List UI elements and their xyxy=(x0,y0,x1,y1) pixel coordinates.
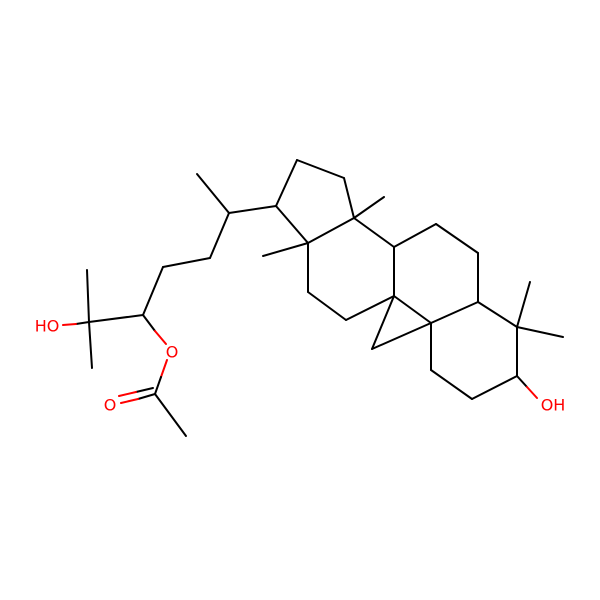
bond xyxy=(345,295,395,321)
bond xyxy=(88,314,144,323)
bond xyxy=(393,295,432,324)
bond xyxy=(275,159,298,207)
bond xyxy=(296,159,345,179)
bond xyxy=(228,205,277,214)
bond xyxy=(526,386,538,399)
bond xyxy=(75,321,90,325)
bond xyxy=(371,322,432,350)
bond xyxy=(162,257,211,268)
bond xyxy=(393,223,437,248)
bond xyxy=(209,212,230,259)
hydroxyl-label: OH xyxy=(541,396,566,415)
bond xyxy=(142,266,164,316)
bond xyxy=(262,242,309,257)
bond xyxy=(307,217,355,244)
bond xyxy=(353,196,385,219)
bond xyxy=(275,205,309,244)
heteroatom-bonds xyxy=(62,314,538,404)
carbonyl-oxygen-label: O xyxy=(104,396,117,415)
bond xyxy=(154,330,167,345)
bond xyxy=(86,269,90,323)
hydroxyl-label: HO xyxy=(35,317,60,336)
bond xyxy=(353,217,395,248)
bond xyxy=(430,369,473,400)
bond xyxy=(154,393,187,437)
bond xyxy=(307,291,347,321)
bond xyxy=(196,173,230,214)
ester-oxygen-label: O xyxy=(166,343,179,362)
bond xyxy=(137,393,156,400)
bond xyxy=(88,321,93,369)
bond xyxy=(477,301,518,328)
bond xyxy=(435,223,479,254)
atom-labels: HO O O OH xyxy=(35,317,566,415)
bond xyxy=(142,314,156,332)
bond xyxy=(343,177,355,219)
bond xyxy=(118,391,137,397)
bond xyxy=(154,376,162,395)
bond-network xyxy=(86,159,564,437)
bond xyxy=(430,301,479,324)
bond xyxy=(135,387,154,393)
bond xyxy=(62,323,77,326)
bond xyxy=(160,359,168,378)
bond xyxy=(120,398,139,404)
bond xyxy=(516,326,564,338)
bond xyxy=(471,375,518,400)
bond xyxy=(516,281,531,328)
bond xyxy=(516,375,528,388)
bond xyxy=(371,295,395,350)
